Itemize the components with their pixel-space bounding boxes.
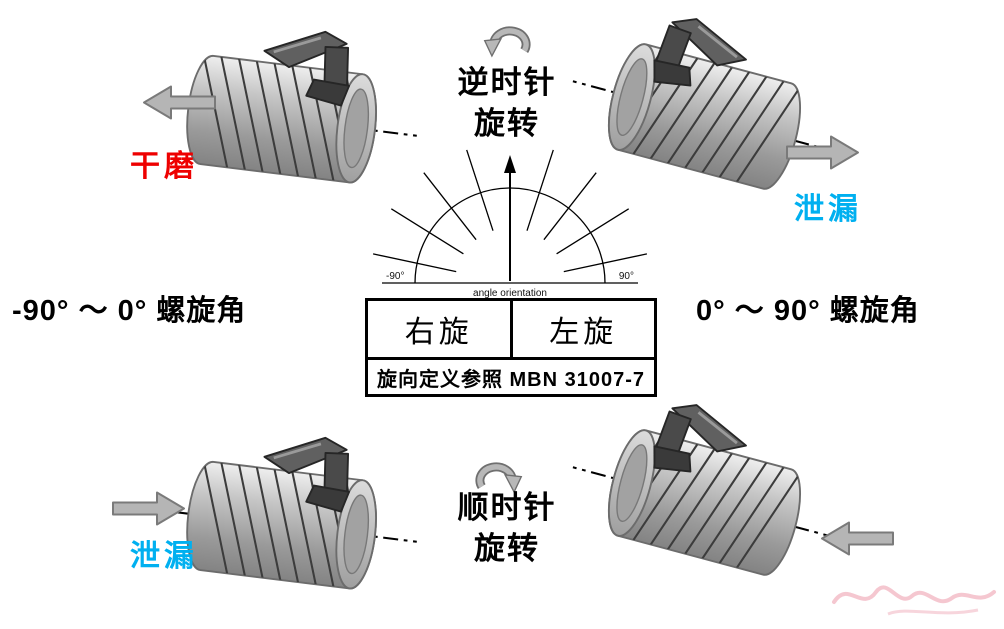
zero-angle-arrow-head-icon — [504, 155, 516, 173]
legend-left-hand-cell: 左旋 — [549, 316, 618, 349]
cw-rotation-line2: 旋转 — [474, 531, 540, 566]
left-helix-angle-range: -90° ～ 0° 螺旋角 — [12, 295, 247, 327]
angle-protractor: -90° 90° angle orientation — [372, 149, 648, 299]
block-arrow-right-icon — [786, 135, 859, 170]
legend-right-hand-cell: 右旋 — [368, 301, 513, 357]
block-arrow-left-icon — [143, 85, 216, 120]
dry-friction-label: 干磨 — [130, 150, 198, 183]
cw-rotation-text: 顺时针 旋转 — [412, 487, 602, 569]
watermark-scribble — [832, 585, 996, 616]
leakage-label-bottom-left: 泄漏 — [130, 540, 198, 573]
protractor-caption: angle orientation — [473, 288, 547, 299]
right-helix-angle-range: 0° ～ 90° 螺旋角 — [696, 295, 920, 327]
cw-rotation-line1: 顺时针 — [457, 490, 557, 525]
ccw-rotation-line2: 旋转 — [474, 106, 540, 141]
block-arrow-right-icon — [112, 491, 185, 526]
protractor-left-tick: -90° — [386, 271, 404, 282]
protractor-right-tick: 90° — [619, 271, 634, 282]
definition-reference-note: 旋向定义参照 MBN 31007-7 — [365, 360, 657, 397]
ccw-rotation-line1: 逆时针 — [457, 65, 557, 100]
hand-of-helix-legend: 右旋 左旋 — [365, 298, 657, 360]
protractor-rays — [372, 149, 648, 273]
leakage-label-top-right: 泄漏 — [794, 193, 862, 226]
curved-arrow-ccw-icon — [483, 26, 531, 58]
ccw-rotation-text: 逆时针 旋转 — [412, 62, 602, 144]
seal-cylinder-bottom-right — [560, 400, 854, 588]
curved-arrow-cw-icon — [475, 462, 523, 494]
block-arrow-left-icon — [821, 521, 894, 556]
